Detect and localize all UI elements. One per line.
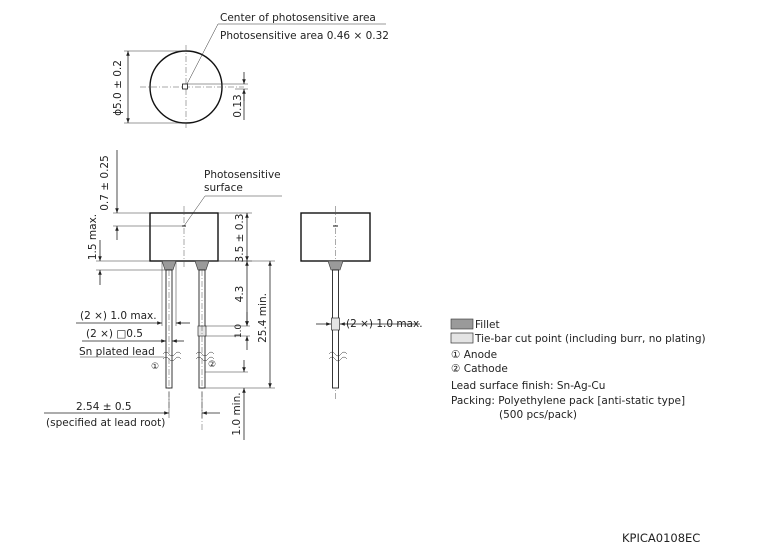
legend-fillet: Fillet xyxy=(475,319,500,331)
side-fillet xyxy=(327,260,344,271)
photosensitive-area xyxy=(182,83,188,90)
area-label: Photosensitive area 0.46 × 0.32 xyxy=(220,30,389,42)
fillet-width-label: (2 ×) 1.0 max. xyxy=(80,310,157,322)
top-gap-label: 0.7 ± 0.25 xyxy=(99,155,111,211)
legend-anode: ① Anode xyxy=(451,349,497,361)
legend-finish: Lead surface finish: Sn-Ag-Cu xyxy=(451,380,605,392)
fillet-left xyxy=(161,260,177,271)
max-15-label: 1.5 max. xyxy=(87,214,99,260)
fillet-swatch xyxy=(450,318,474,330)
pitch-label: 2.54 ± 0.5 xyxy=(76,401,132,413)
drawing-code: KPICA0108EC xyxy=(622,531,700,545)
lead-length-label: 25.4 min. xyxy=(257,293,269,343)
legend: Fillet Tie-bar cut point (including burr… xyxy=(450,318,706,421)
legend-packing-qty: (500 pcs/pack) xyxy=(499,409,577,421)
diameter-label: ϕ5.0 ± 0.2 xyxy=(112,60,124,116)
legend-cathode: ② Cathode xyxy=(451,363,508,375)
pin1-label: ① xyxy=(151,362,159,372)
legend-tiebar: Tie-bar cut point (including burr, no pl… xyxy=(474,333,706,345)
body-height-label: 3.5 ± 0.3 xyxy=(234,214,246,263)
surface-label-2: surface xyxy=(204,182,243,194)
front-view: Photosensitive surface ① ② 0.7 ± 0.25 1.… xyxy=(44,150,282,440)
dim-43-label: 4.3 xyxy=(234,286,246,303)
surface-leader xyxy=(183,195,282,227)
center-label: Center of photosensitive area xyxy=(220,12,376,24)
pitch-note-label: (specified at lead root) xyxy=(46,417,165,429)
top-view: Center of photosensitive area Photosensi… xyxy=(112,12,389,130)
tiebar-swatch xyxy=(450,332,474,344)
lead-square-label: (2 ×) □0.5 xyxy=(86,328,143,340)
dim-10-label: 1.0 xyxy=(234,324,244,339)
side-fillet-width-label: (2 ×) 1.0 max. xyxy=(346,318,423,330)
legend-packing: Packing: Polyethylene pack [anti-static … xyxy=(451,395,685,407)
tiebar-cut-side xyxy=(331,317,340,331)
center-leader xyxy=(186,23,386,85)
side-view: (2 ×) 1.0 max. xyxy=(300,206,423,400)
offset-label: 0.13 xyxy=(232,94,244,117)
fillet-right xyxy=(194,260,210,271)
surface-label-1: Photosensitive xyxy=(204,169,281,181)
pin2-label: ② xyxy=(208,360,216,370)
end-dim-label: 1.0 min. xyxy=(231,392,243,435)
lead-label: Sn plated lead xyxy=(79,346,155,358)
